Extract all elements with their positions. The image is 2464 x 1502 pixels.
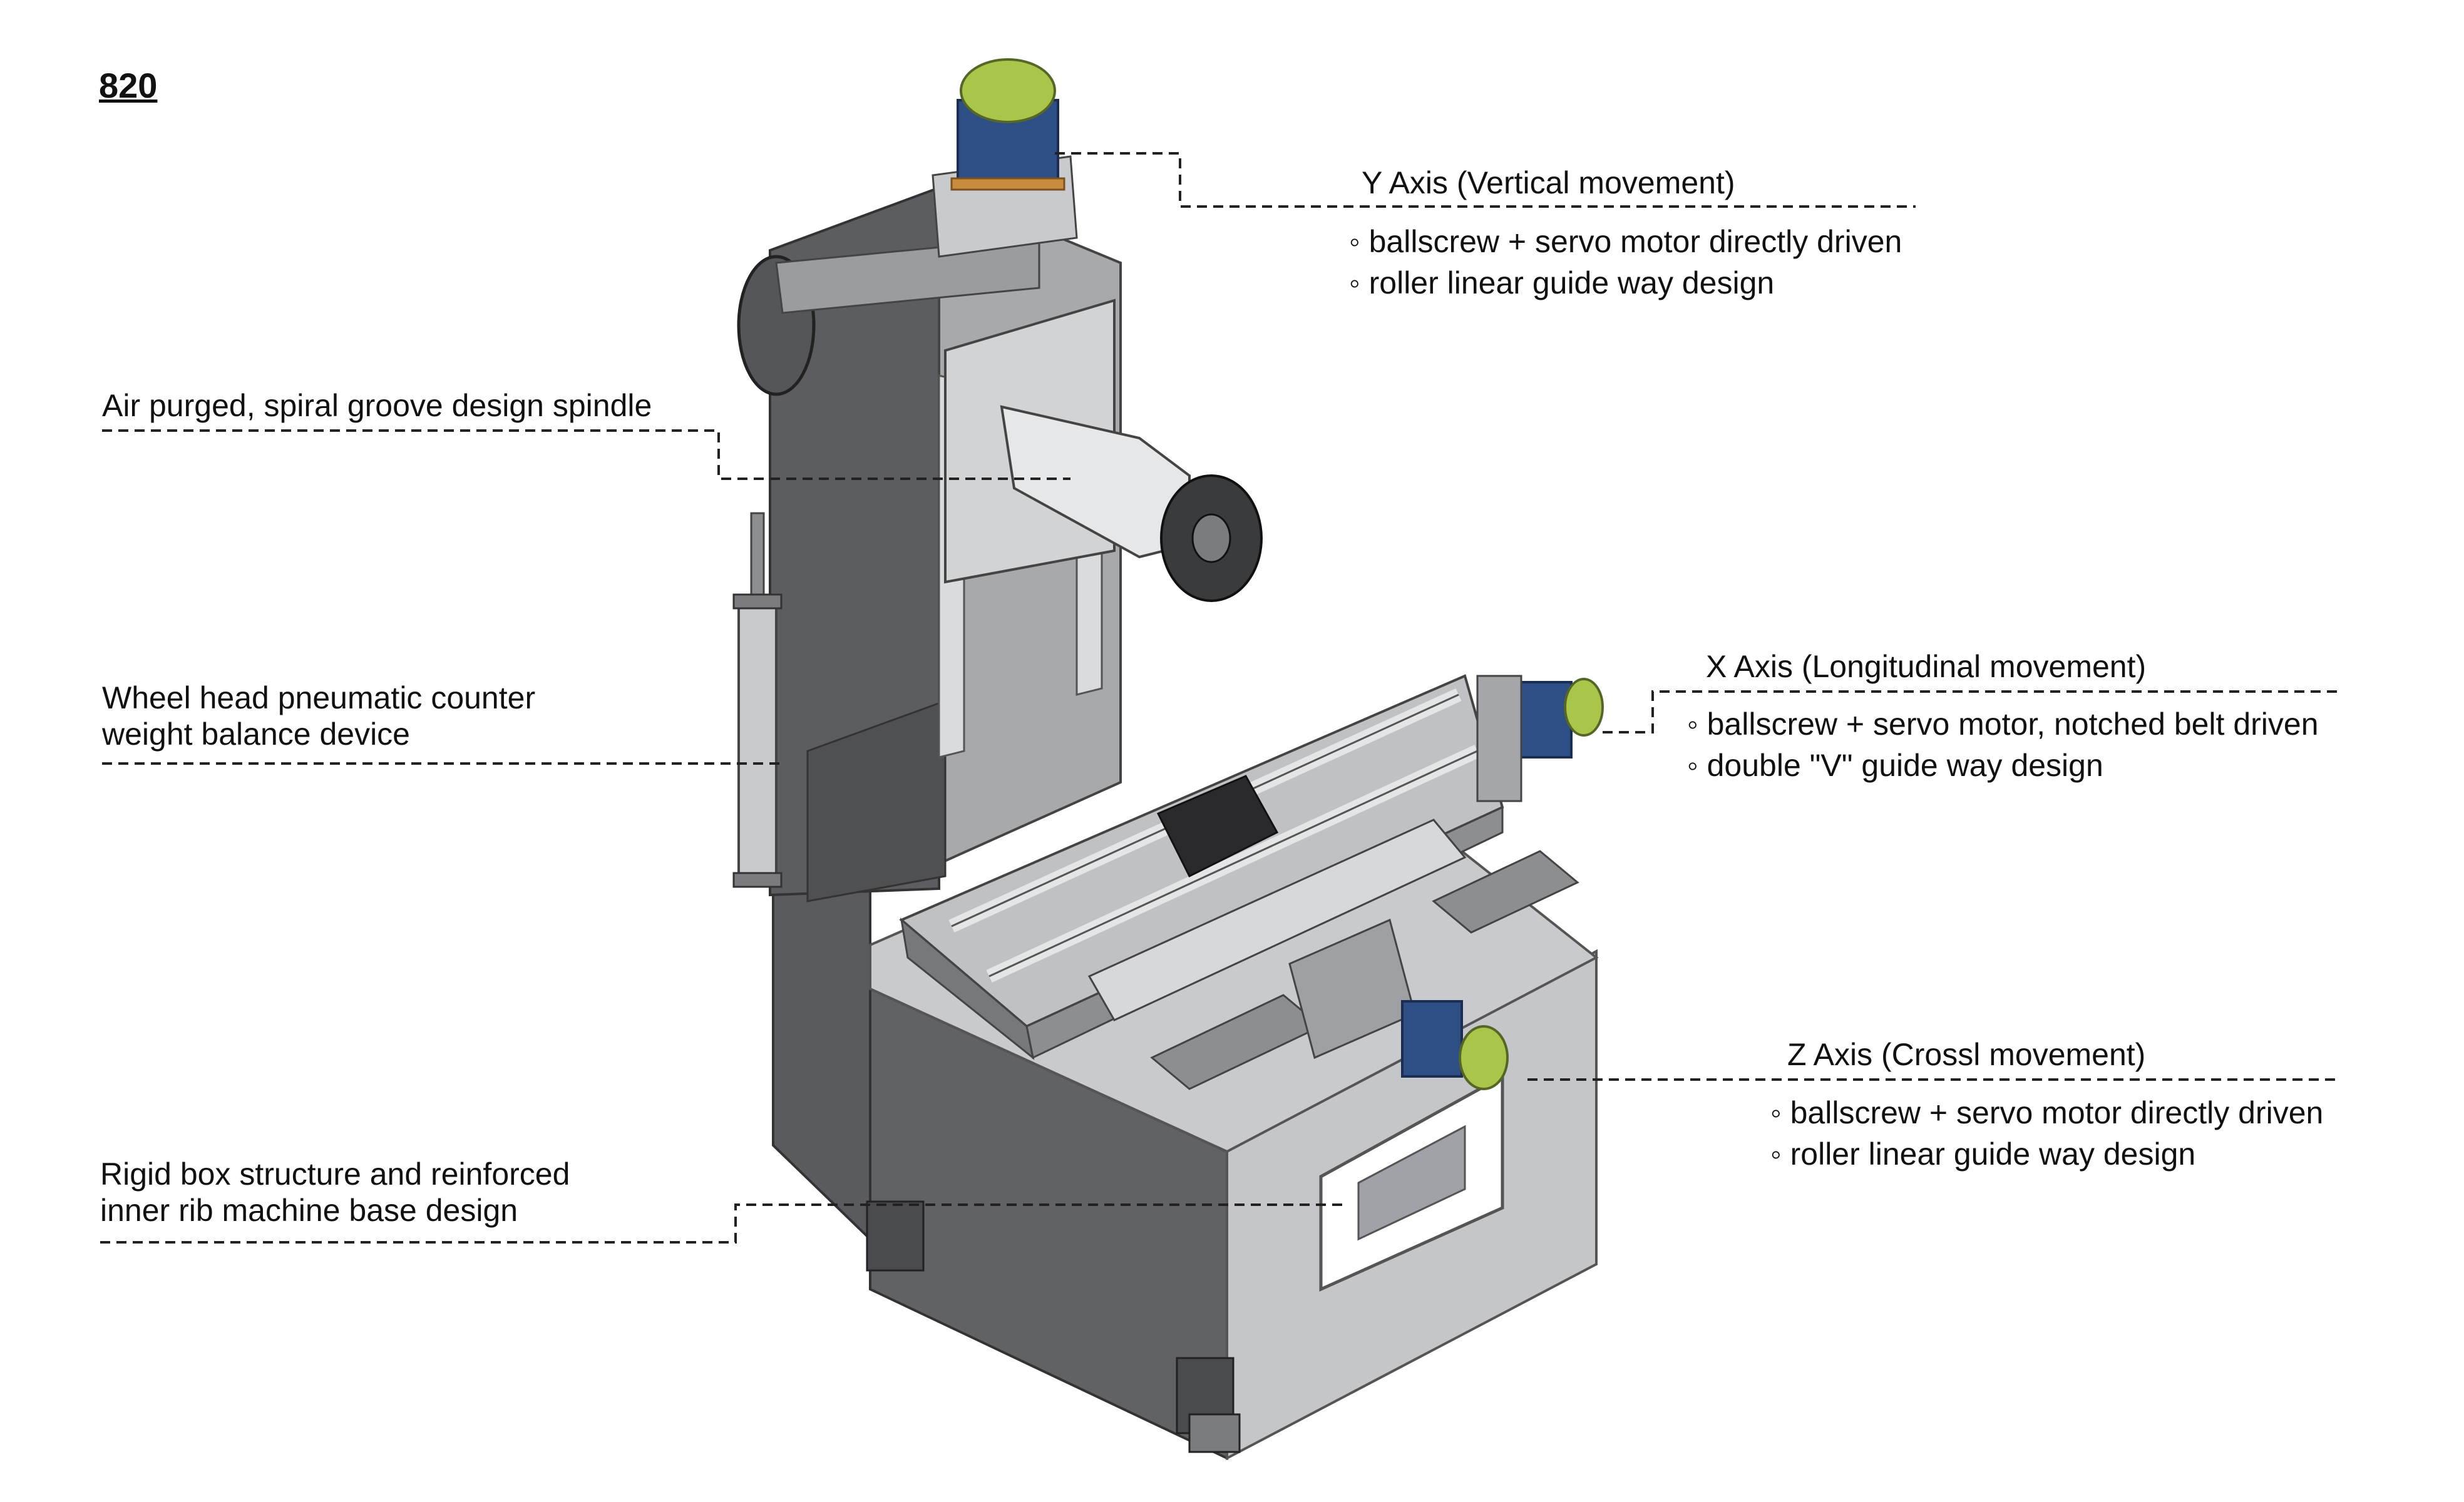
y-axis-bullet-2: roller linear guide way design [1349, 264, 1775, 302]
base-annotation-line1: Rigid box structure and reinforced [100, 1157, 570, 1192]
leader-y-axis [1055, 152, 1916, 208]
counterweight-annotation-line1: Wheel head pneumatic counter [102, 680, 536, 715]
leader-lines [100, 152, 2341, 1244]
z-motor-cap [1459, 1025, 1509, 1090]
x-axis-bullet-1: ballscrew + servo motor, notched belt dr… [1687, 705, 2319, 743]
pneumatic-cylinder [737, 600, 778, 884]
leader-spindle [102, 429, 1070, 480]
y-axis-bullet-1: ballscrew + servo motor directly driven [1349, 223, 1902, 260]
z-motor-body [1401, 1000, 1463, 1078]
y-motor-cap [960, 58, 1056, 123]
x-raised-block [1087, 819, 1467, 1021]
x-motor-mount [1476, 675, 1522, 802]
x-axis-bullet-2: double "V" guide way design [1687, 747, 2103, 784]
model-number: 820 [99, 66, 158, 105]
x-motor-cap [1564, 678, 1604, 737]
base-annotation-line2: inner rib machine base design [100, 1193, 518, 1228]
x-motor-body [1514, 681, 1573, 759]
pneumatic-rod [750, 512, 765, 608]
x-axis-heading: X Axis (Longitudinal movement) [1706, 649, 2147, 684]
z-axis-bullet-1: ballscrew + servo motor directly driven [1770, 1094, 2324, 1132]
y-axis-heading: Y Axis (Vertical movement) [1362, 165, 1735, 200]
leader-base [100, 1203, 1346, 1244]
base-opening-inner [1357, 1125, 1466, 1241]
z-guide-way-right [1432, 850, 1579, 934]
x-carriage [1156, 775, 1279, 878]
x-table-front [900, 917, 1035, 1060]
counterweight-annotation-line2: weight balance device [102, 717, 410, 752]
x-ballscrew-2-edge [988, 750, 1478, 978]
pneumatic-cap-top [732, 593, 783, 610]
foot-right [1188, 1413, 1241, 1453]
grinding-wheel-hub [1191, 513, 1231, 563]
column-lower-block [806, 699, 947, 902]
machine-base-left [772, 874, 871, 1242]
pneumatic-cap-bottom [732, 872, 783, 888]
foot-left [866, 1200, 925, 1272]
z-axis-bullet-2: roller linear guide way design [1770, 1135, 2196, 1173]
z-axis-heading: Z Axis (Crossl movement) [1787, 1037, 2146, 1072]
leader-x-axis [1603, 690, 2341, 733]
y-motor-flange [950, 177, 1065, 191]
spindle-annotation: Air purged, spiral groove design spindle [102, 388, 652, 423]
